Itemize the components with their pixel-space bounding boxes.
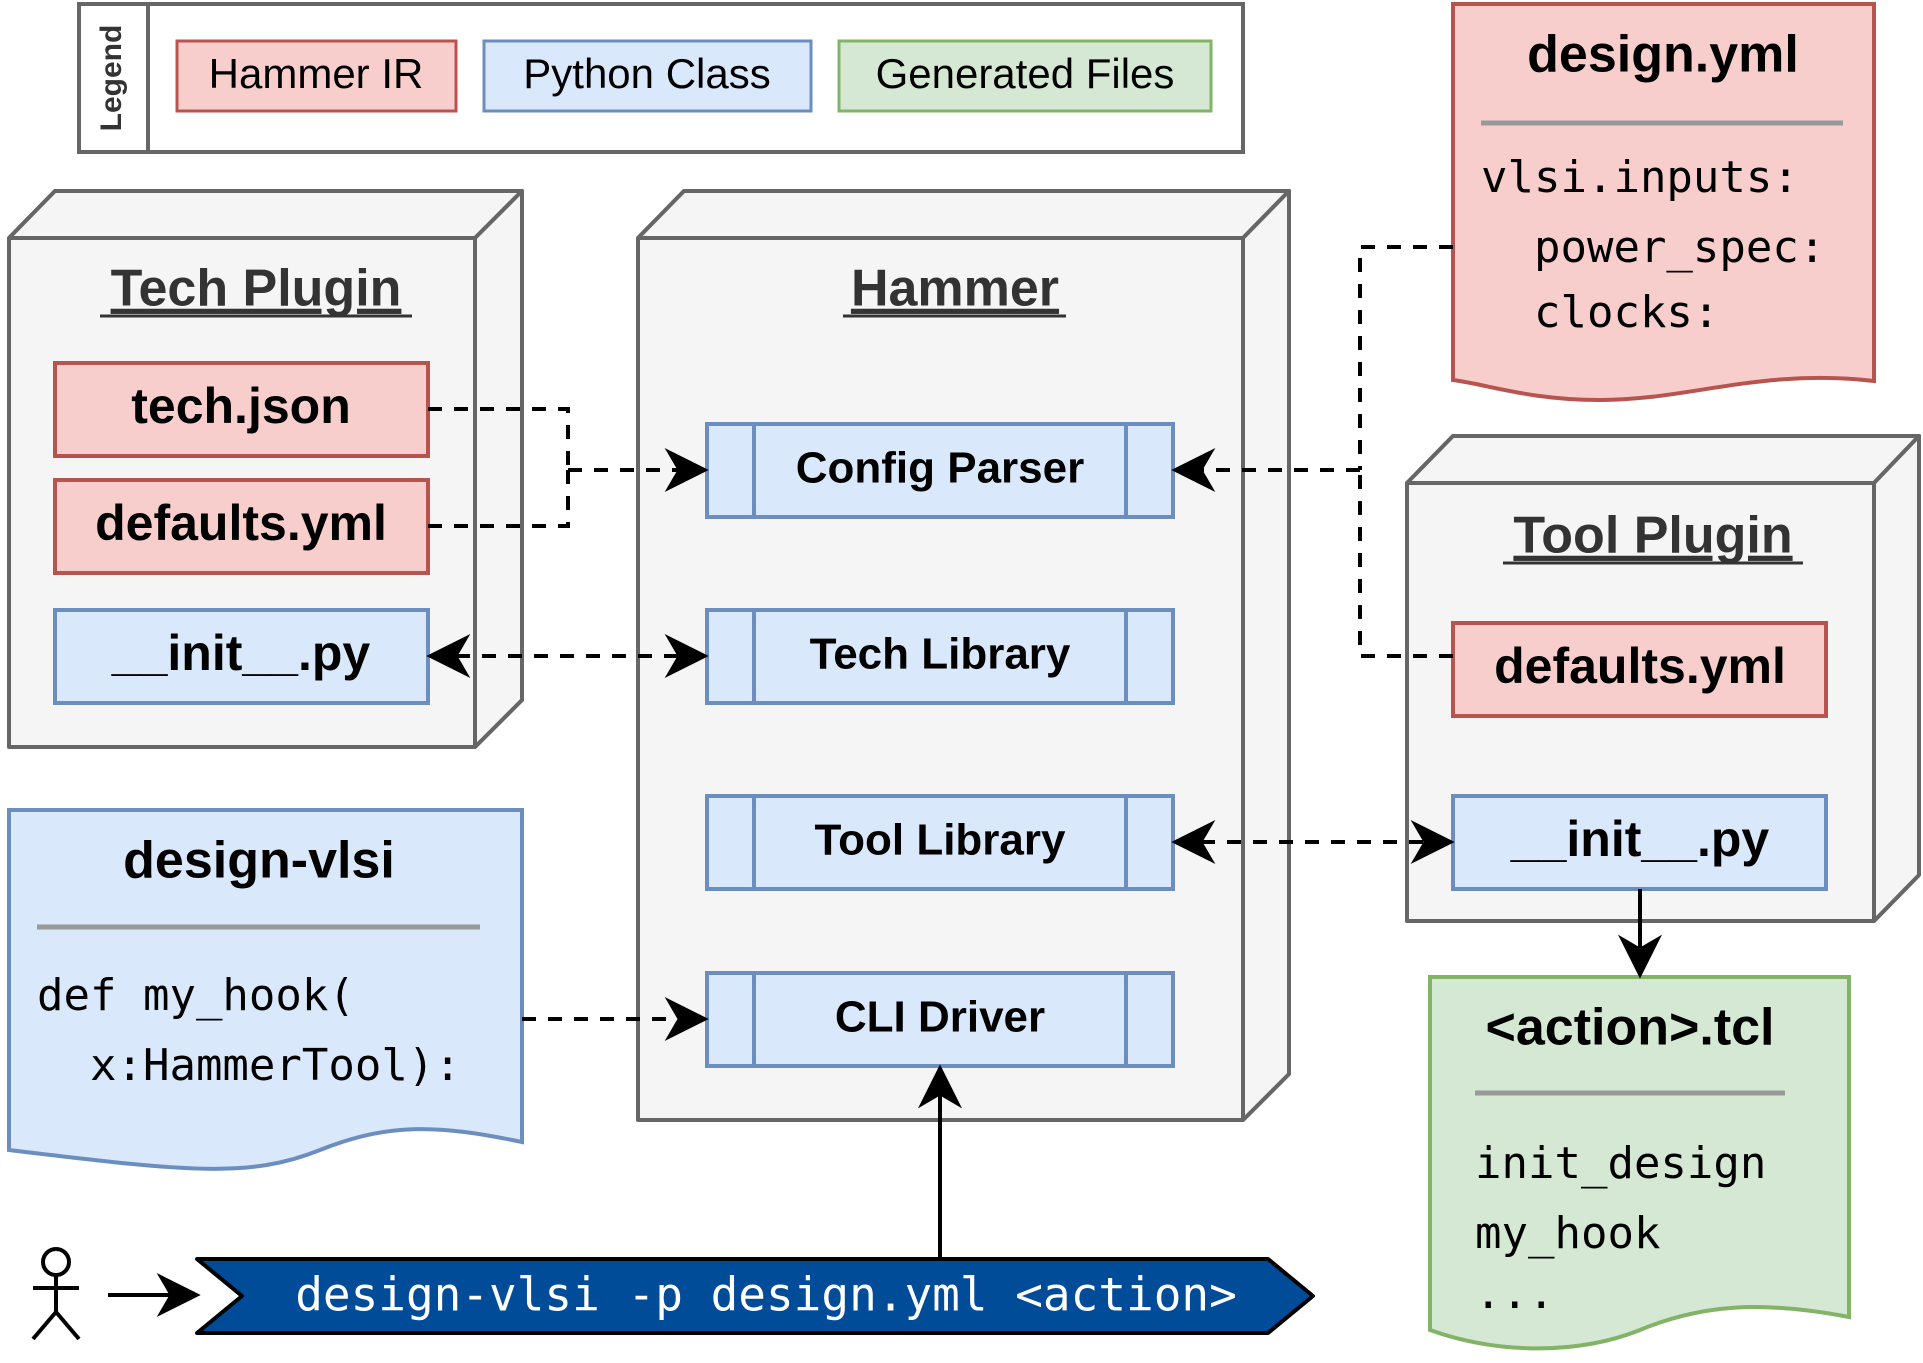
tool-init-label: __init__.py [1510, 811, 1770, 867]
design-yml-title: design.yml [1527, 26, 1799, 84]
connectors [426, 245, 1662, 1259]
tech-json-label: tech.json [131, 378, 350, 434]
legend-title: Legend [95, 25, 128, 132]
action-tcl-document: <action>.tcl init_design my_hook ... [1428, 975, 1851, 1351]
action-tcl-line-2: my_hook [1475, 1208, 1660, 1259]
tool-defaults-to-config-connector [1358, 470, 1453, 658]
action-tcl-line-3: ... [1475, 1268, 1554, 1319]
legend-swatch-hammer-ir [175, 39, 458, 113]
tech-defaults-box: defaults.yml [53, 478, 430, 575]
tool-defaults-label: defaults.yml [1494, 638, 1786, 694]
command-text: design-vlsi -p design.yml <action> [295, 1268, 1237, 1322]
tool-init-box: __init__.py [1451, 794, 1828, 891]
design-yml-line-1: vlsi.inputs: [1481, 152, 1799, 203]
legend-label-hammer-ir: Hammer IR [209, 50, 424, 97]
legend-label-generated-files: Generated Files [876, 50, 1175, 97]
cli-driver-box: CLI Driver [705, 971, 1175, 1068]
tech-library-label: Tech Library [810, 630, 1071, 679]
cli-driver-label: CLI Driver [835, 993, 1045, 1042]
action-tcl-line-1: init_design [1475, 1138, 1766, 1189]
tech-init-box: __init__.py [53, 608, 430, 705]
tech-json-box: tech.json [53, 361, 430, 458]
tool-library-label: Tool Library [815, 816, 1067, 865]
design-vlsi-line-1: def my_hook( [37, 970, 355, 1021]
design-yml-document: design.yml vlsi.inputs: power_spec: cloc… [1451, 2, 1876, 403]
legend-swatch-python-class [482, 39, 813, 113]
tech-defaults-label: defaults.yml [95, 495, 387, 551]
tech-library-box: Tech Library [705, 608, 1175, 705]
tool-library-box: Tool Library [705, 794, 1175, 891]
tech-init-label: __init__.py [111, 625, 371, 681]
tool-plugin-title: Tool Plugin [1513, 507, 1792, 565]
legend: Legend Hammer IR Python Class Generated … [77, 2, 1245, 154]
command-banner: design-vlsi -p design.yml <action> [195, 1257, 1315, 1335]
tool-defaults-box: defaults.yml [1451, 621, 1828, 718]
legend-label-python-class: Python Class [523, 50, 770, 97]
design-yml-to-config-connector [1358, 245, 1453, 470]
config-parser-box: Config Parser [705, 422, 1175, 519]
action-tcl-title: <action>.tcl [1486, 999, 1775, 1057]
tech-defaults-to-config-connector [428, 470, 570, 528]
legend-swatch-generated-files [837, 39, 1213, 113]
design-vlsi-title: design-vlsi [123, 832, 395, 890]
design-vlsi-line-2: x:HammerTool): [37, 1040, 461, 1091]
tech-plugin-title: Tech Plugin [111, 260, 402, 318]
design-vlsi-document: design-vlsi def my_hook( x:HammerTool): [7, 808, 524, 1171]
tech-json-to-config-connector [428, 407, 570, 470]
design-yml-line-2: power_spec: [1481, 222, 1825, 273]
hammer-title: Hammer [851, 260, 1059, 318]
user-actor-icon [31, 1247, 81, 1341]
config-parser-label: Config Parser [796, 444, 1085, 493]
design-yml-line-3: clocks: [1481, 287, 1719, 338]
